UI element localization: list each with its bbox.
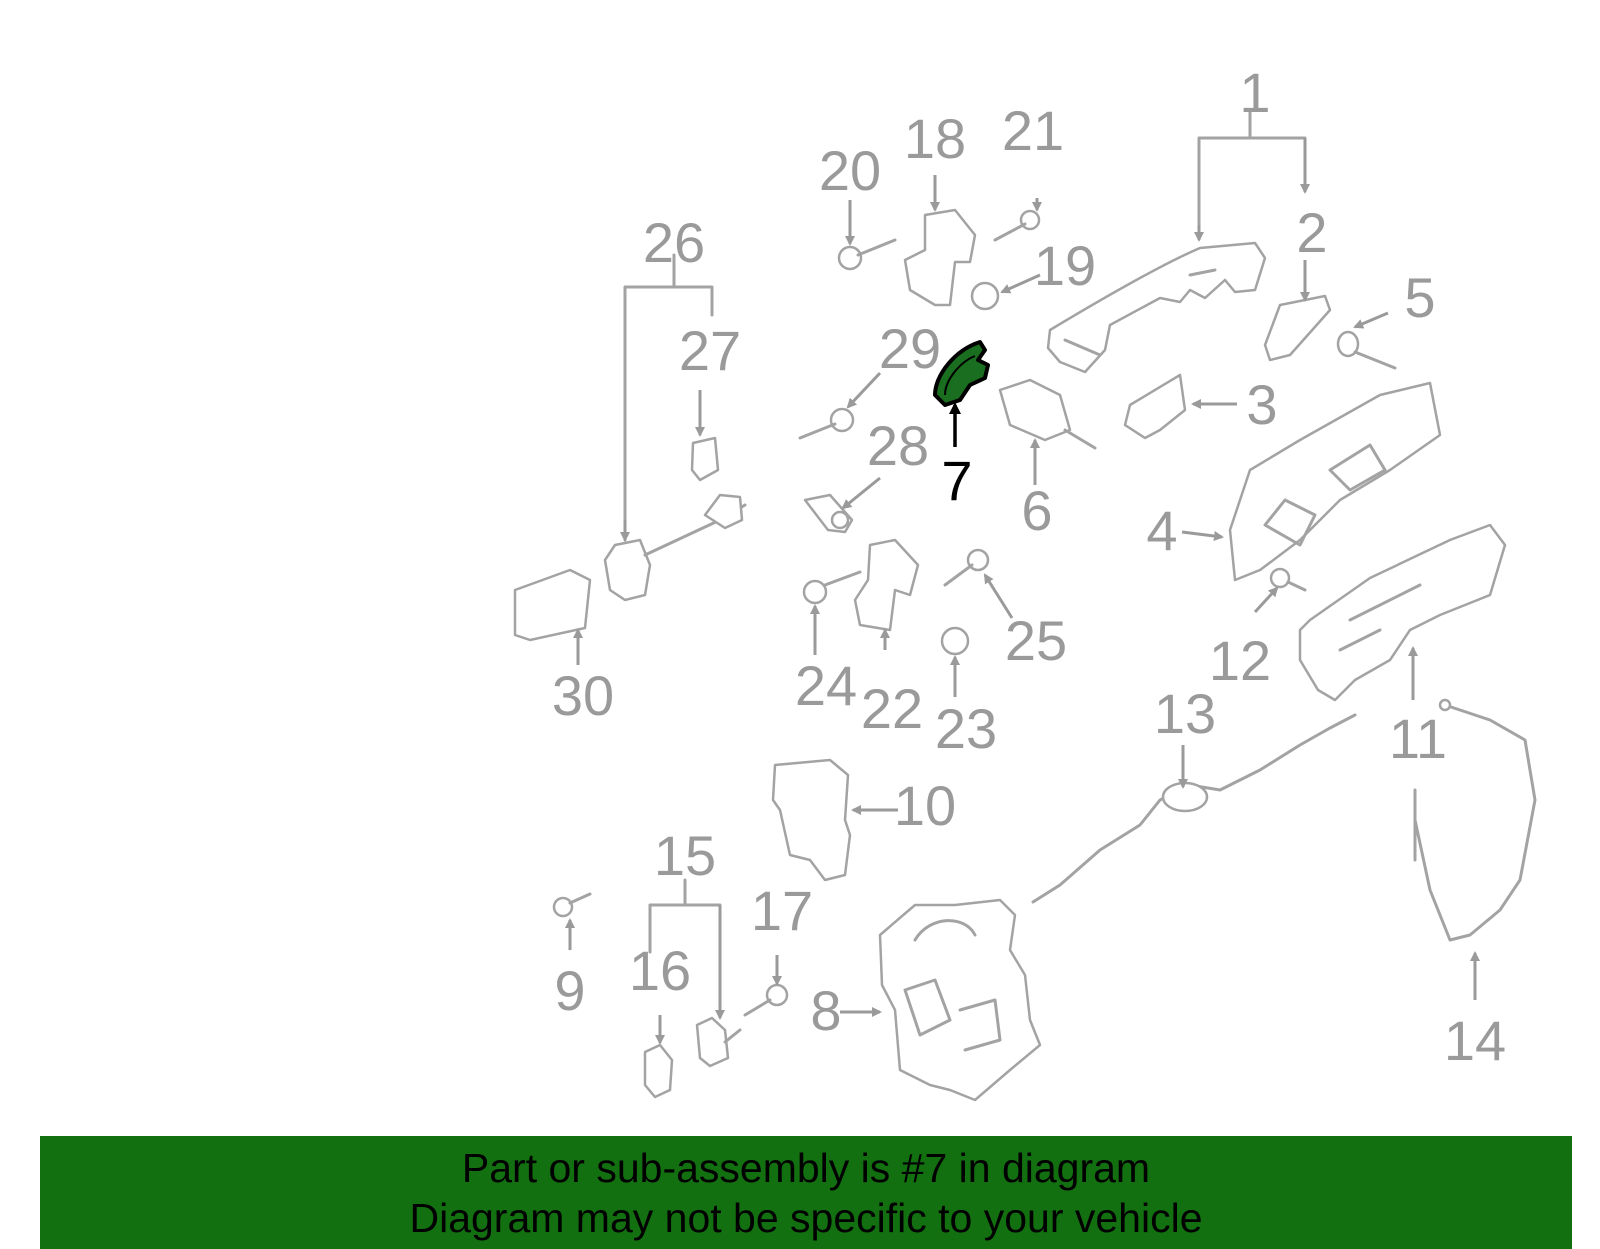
banner-line-2: Diagram may not be specific to your vehi… — [409, 1194, 1203, 1241]
leader-lines — [565, 110, 1480, 1045]
striker-part — [695, 1016, 742, 1068]
callout-28: 28 — [867, 414, 929, 477]
bracket-part-10 — [771, 758, 852, 882]
callout-18: 18 — [904, 107, 966, 170]
callout-10: 10 — [894, 774, 956, 837]
screw-part-9 — [552, 892, 592, 918]
plate-part-16 — [643, 1043, 674, 1099]
bushing-part-23 — [940, 626, 970, 656]
callout-11: 11 — [1389, 707, 1447, 770]
banner-line-1: Part or sub-assembly is #7 in diagram — [461, 1144, 1151, 1191]
bolt-part-24 — [802, 570, 862, 605]
check-block-part-30 — [513, 568, 592, 642]
hinge-part-22 — [853, 538, 920, 632]
outside-handle-part — [1046, 241, 1267, 374]
bolt-part-20 — [837, 238, 897, 271]
bolt-part-17 — [743, 983, 789, 1017]
bolt-part-25 — [943, 548, 990, 587]
gasket-part-3 — [1123, 373, 1187, 440]
lock-cylinder-part — [998, 378, 1097, 450]
hinge-part-18 — [903, 208, 977, 307]
callout-3: 3 — [1246, 373, 1277, 436]
gasket-part-2 — [1263, 294, 1332, 362]
callout-29: 29 — [879, 317, 941, 380]
callout-25: 25 — [1005, 609, 1067, 672]
callout-12: 12 — [1209, 629, 1271, 692]
callout-16: 16 — [629, 939, 691, 1002]
door-check-part — [603, 493, 747, 602]
callout-7: 7 — [941, 449, 972, 512]
callout-19: 19 — [1034, 234, 1096, 297]
bolt-part-21 — [993, 209, 1041, 242]
release-cable-part-13 — [1031, 713, 1357, 904]
screw-part-29 — [798, 407, 855, 440]
callout-23: 23 — [935, 697, 997, 760]
lock-cable-part-14 — [1413, 698, 1537, 942]
callout-5: 5 — [1404, 266, 1435, 329]
callout-2: 2 — [1296, 201, 1327, 264]
bushing-part-19 — [970, 281, 1000, 311]
handle-carrier-part — [1228, 381, 1442, 582]
callout-8: 8 — [810, 979, 841, 1042]
callout-6: 6 — [1021, 479, 1052, 542]
callout-22: 22 — [861, 677, 923, 740]
info-banner: Part or sub-assembly is #7 in diagram Di… — [40, 1136, 1572, 1249]
callout-20: 20 — [819, 139, 881, 202]
screw-part-12 — [1269, 567, 1307, 592]
callout-24: 24 — [795, 654, 857, 717]
callout-13: 13 — [1154, 682, 1216, 745]
callout-26: 26 — [643, 211, 705, 274]
callout-17: 17 — [751, 879, 813, 942]
callout-30: 30 — [552, 664, 614, 727]
callout-15: 15 — [654, 824, 716, 887]
highlighted-cap-part-7 — [933, 340, 990, 407]
bolt-part-28 — [803, 493, 854, 534]
inside-handle-part — [1298, 523, 1507, 702]
callout-21: 21 — [1002, 99, 1064, 162]
gasket-part-27 — [690, 436, 720, 482]
callout-27: 27 — [679, 319, 741, 382]
callout-14: 14 — [1444, 1009, 1506, 1072]
screw-part-5 — [1336, 330, 1397, 370]
door-latch-part — [878, 898, 1042, 1102]
callout-9: 9 — [554, 959, 585, 1022]
callout-numbers: 1 2 3 4 5 6 7 8 9 10 11 12 13 14 15 16 1… — [552, 61, 1506, 1072]
callout-4: 4 — [1146, 499, 1177, 562]
callout-1: 1 — [1239, 61, 1270, 124]
